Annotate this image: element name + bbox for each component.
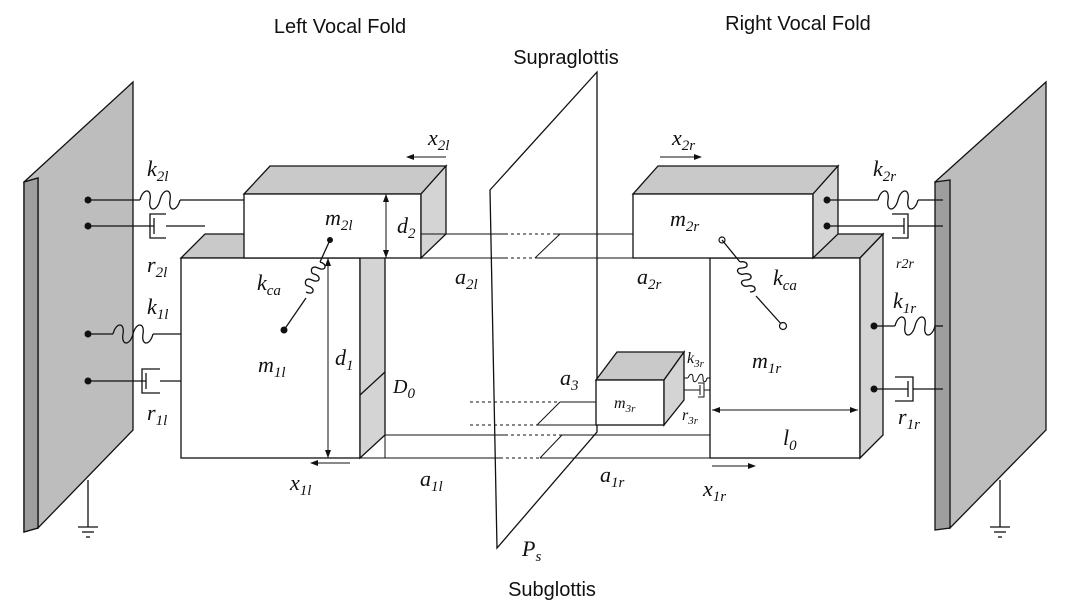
d1-label: d1	[335, 345, 354, 374]
kca-right-spring	[718, 236, 788, 331]
k1l-label: k1l	[147, 294, 168, 323]
right-vocal-fold-title: Right Vocal Fold	[725, 13, 871, 35]
x2r-arrow	[660, 154, 702, 160]
glottal-channel	[385, 233, 711, 459]
m3r-label: m3r	[614, 395, 636, 415]
d1-dimension	[325, 258, 331, 458]
k1l-spring	[84, 324, 181, 344]
k2l-label: k2l	[147, 156, 168, 185]
supraglottis-label: Supraglottis	[513, 47, 619, 69]
left-wall	[23, 80, 134, 538]
left-lower-mass-block	[179, 232, 387, 460]
subglottis-label: Subglottis	[508, 579, 596, 601]
x2r-label: x2r	[671, 125, 695, 154]
a2r-label: a2r	[637, 264, 662, 293]
m1l-label: m1l	[258, 352, 286, 381]
k3r-spring	[684, 373, 710, 383]
r2l-damper	[84, 213, 205, 239]
k3r-label: k3r	[687, 350, 705, 370]
right-lower-mass-block	[708, 232, 885, 460]
m1r-label: m1r	[752, 348, 781, 377]
r2r-label: r2r	[896, 257, 914, 272]
x1l-arrow	[310, 460, 350, 466]
r3r-damper	[684, 382, 710, 398]
d2-label: d2	[397, 213, 416, 242]
right-wall	[934, 80, 1047, 538]
k1r-label: k1r	[893, 288, 916, 317]
a2l-label: a2l	[455, 264, 478, 293]
x2l-arrow	[406, 154, 446, 160]
r1l-label: r1l	[147, 400, 167, 429]
r1l-damper	[84, 368, 181, 394]
k2l-spring	[84, 190, 244, 210]
a3-label: a3	[560, 365, 579, 394]
d2-dimension	[383, 194, 389, 258]
x2l-label: x2l	[427, 125, 449, 154]
x1l-label: x1l	[289, 470, 311, 499]
left-upper-mass-block	[242, 164, 448, 260]
right-upper-mass-block	[631, 164, 840, 260]
r2r-damper	[823, 213, 943, 239]
midplane	[489, 70, 598, 550]
r2l-label: r2l	[147, 252, 167, 281]
ps-label: Ps	[521, 536, 541, 565]
k2r-spring	[823, 190, 943, 210]
d0-label: D0	[392, 376, 415, 402]
r1r-damper	[870, 376, 943, 402]
k1r-spring	[870, 316, 943, 336]
m3r-mass-block	[594, 349, 686, 427]
x1r-label: x1r	[702, 476, 726, 505]
a1r-label: a1r	[600, 462, 625, 491]
r1r-label: r1r	[898, 404, 920, 433]
a1l-label: a1l	[420, 466, 443, 495]
kca-right-label: kca	[773, 265, 797, 294]
k2r-label: k2r	[873, 156, 896, 185]
left-vocal-fold-title: Left Vocal Fold	[274, 16, 406, 38]
kca-left-label: kca	[257, 270, 281, 299]
x1r-arrow	[712, 463, 756, 469]
l0-dimension	[712, 407, 858, 413]
m2r-label: m2r	[670, 206, 699, 235]
kca-left-spring	[280, 237, 333, 334]
r3r-label: r3r	[682, 407, 699, 427]
l0-label: l0	[783, 425, 797, 454]
m2l-label: m2l	[325, 205, 353, 234]
